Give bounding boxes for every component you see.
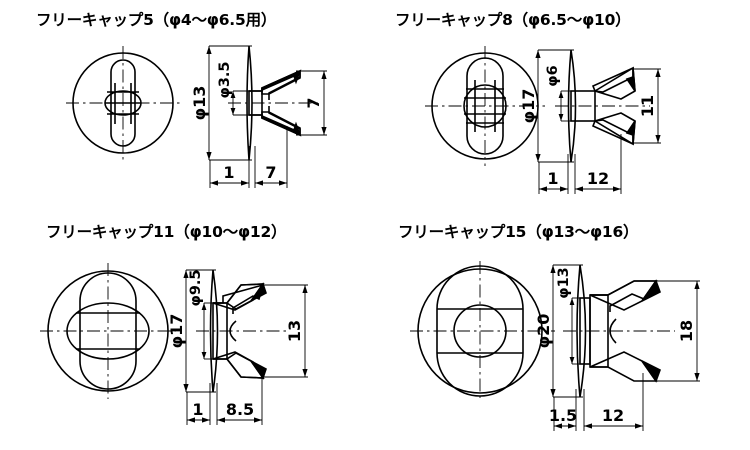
- dimensions-cap15: φ20 φ13 18: [534, 264, 700, 431]
- panel-title-cap8: フリーキャップ8（φ6.5〜φ10）: [395, 11, 631, 29]
- dim-shank-diameter-cap8: φ6: [545, 65, 561, 86]
- panel-cap11: フリーキャップ11（φ10〜φ12）: [0, 215, 375, 450]
- dim-shank-diameter-cap15: φ13: [556, 267, 572, 299]
- front-view-cap5: [66, 46, 180, 160]
- dim-prong-length-cap5: 7: [265, 163, 276, 182]
- side-view-cap15: [563, 264, 675, 398]
- panel-title-cap5: フリーキャップ5（φ4〜φ6.5用）: [36, 11, 277, 29]
- dim-barb-span-cap11: 13: [285, 320, 304, 342]
- dim-flange-thickness-cap5: 1: [223, 163, 234, 182]
- dim-flange-diameter-cap11: φ17: [167, 314, 186, 349]
- drawing-cap5: φ13 φ3.5 7: [66, 45, 327, 188]
- dimensions-cap11: φ17 φ9.5 13: [167, 269, 308, 425]
- dim-flange-thickness-cap15: 1.5: [549, 406, 577, 425]
- dim-flange-diameter-cap15: φ20: [534, 314, 553, 349]
- front-view-cap11: [40, 263, 176, 399]
- dim-shank-diameter-cap11: φ9.5: [188, 269, 204, 306]
- dim-barb-span-cap15: 18: [677, 320, 696, 342]
- drawing-cap11: φ17 φ9.5 13: [40, 263, 308, 425]
- front-view-cap15: [410, 261, 555, 401]
- dim-prong-length-cap15: 12: [602, 406, 624, 425]
- panel-cap15: フリーキャップ15（φ13〜φ16）: [375, 215, 750, 450]
- dim-flange-thickness-cap11: 1: [192, 400, 203, 419]
- panel-cap8: フリーキャップ8（φ6.5〜φ10）: [375, 0, 750, 215]
- dim-flange-thickness-cap8: 1: [547, 169, 558, 188]
- dim-flange-diameter-cap8: φ17: [519, 89, 538, 124]
- dim-flange-diameter-cap5: φ13: [190, 86, 209, 121]
- panel-cap5: フリーキャップ5（φ4〜φ6.5用）: [0, 0, 375, 215]
- drawing-cap8: φ17 φ6 11: [425, 46, 661, 194]
- dimensions-cap5: φ13 φ3.5 7: [190, 45, 327, 188]
- dim-barb-span-cap5: 7: [304, 97, 323, 108]
- dim-prong-length-cap11: 8.5: [226, 400, 254, 419]
- dimensions-cap8: φ17 φ6 11: [519, 49, 661, 194]
- dim-prong-length-cap8: 12: [587, 169, 609, 188]
- dim-shank-diameter-cap5: φ3.5: [217, 61, 233, 98]
- side-view-cap11: [196, 269, 290, 393]
- panel-title-cap11: フリーキャップ11（φ10〜φ12）: [46, 223, 287, 241]
- dim-barb-span-cap8: 11: [638, 95, 657, 117]
- front-view-cap8: [425, 46, 545, 166]
- side-view-cap8: [555, 49, 650, 163]
- panel-title-cap15: フリーキャップ15（φ13〜φ16）: [398, 223, 639, 241]
- drawing-cap15: φ20 φ13 18: [410, 261, 700, 431]
